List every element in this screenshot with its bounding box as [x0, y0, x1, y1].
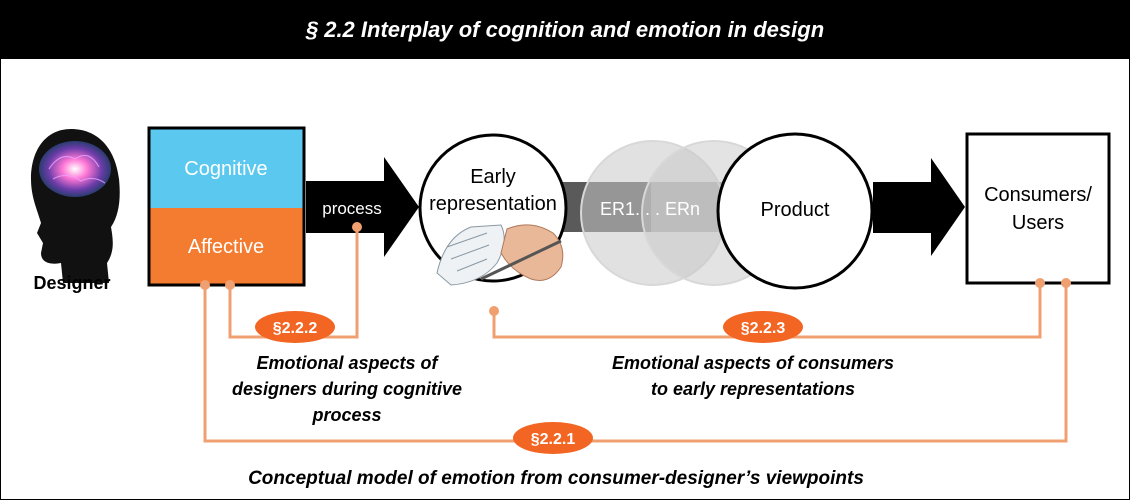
badge-2-2-3: §2.2.3 — [723, 311, 803, 343]
process-arrow — [306, 157, 419, 257]
svg-text:§2.2.1: §2.2.1 — [531, 431, 576, 448]
svg-text:Emotional aspects of consumers: Emotional aspects of consumers — [612, 353, 894, 373]
consumers-box — [965, 132, 1111, 285]
svg-text:§2.2.2: §2.2.2 — [273, 320, 318, 337]
badge-2-2-1: §2.2.1 — [513, 422, 593, 454]
designer-label: Designer — [33, 273, 110, 293]
svg-text:designers during cognitive: designers during cognitive — [232, 379, 462, 399]
connector-dots — [200, 222, 1071, 316]
svg-text:Emotional aspects of: Emotional aspects of — [256, 353, 439, 373]
consumers-line1: Consumers/ — [984, 184, 1092, 206]
early-representation-line2: representation — [429, 193, 557, 215]
caption-consumers: Emotional aspects of consumers to early … — [612, 353, 894, 399]
er-range-label: ER1. . . ERn — [600, 199, 700, 219]
cognitive-block — [149, 128, 304, 208]
early-representation-line1: Early — [470, 166, 516, 188]
caption-overall: Conceptual model of emotion from consume… — [248, 468, 864, 489]
page-title: § 2.2 Interplay of cognition and emotion… — [305, 17, 825, 42]
svg-text:§2.2.3: §2.2.3 — [741, 320, 786, 337]
product-to-consumers-arrow — [873, 158, 965, 256]
cognitive-label: Cognitive — [184, 158, 267, 180]
consumers-line2: Users — [1012, 212, 1064, 234]
brain-icon — [39, 141, 111, 197]
caption-designers: Emotional aspects of designers during co… — [232, 353, 462, 425]
mind-box: Cognitive Affective — [147, 126, 306, 287]
connector-221 — [203, 283, 1068, 443]
svg-text:process: process — [311, 405, 381, 425]
header-bar: § 2.2 Interplay of cognition and emotion… — [1, 1, 1129, 59]
product-label: Product — [761, 199, 830, 221]
sketching-hand-icon — [436, 224, 564, 286]
svg-text:to early representations: to early representations — [651, 379, 855, 399]
process-label: process — [322, 199, 382, 218]
designer-head-icon — [31, 129, 120, 283]
affective-block — [149, 208, 304, 285]
affective-label: Affective — [188, 236, 264, 258]
product-circle — [716, 132, 874, 290]
badge-2-2-2: §2.2.2 — [255, 311, 335, 343]
